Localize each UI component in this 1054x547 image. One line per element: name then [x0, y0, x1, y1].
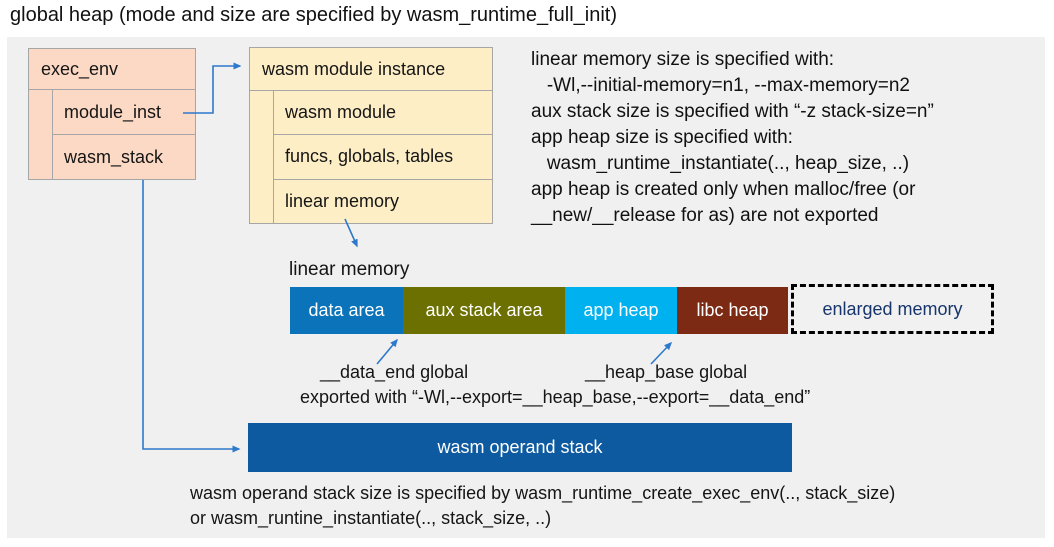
linear-memory-bar: data area aux stack area app heap libc h… — [290, 287, 788, 334]
module-instance-row-funcs-globals-tables: funcs, globals, tables — [274, 134, 492, 178]
note-line: -Wl,--initial-memory=n1, --max-memory=n2 — [531, 75, 910, 96]
linear-memory-label: linear memory — [289, 259, 410, 280]
module-instance-row-wasm-module: wasm module — [285, 102, 397, 123]
segment-app-heap: app heap — [565, 287, 677, 334]
footer-note-line: or wasm_runtine_instantiate(.., stack_si… — [190, 508, 552, 528]
operand-stack-size-note: wasm operand stack size is specified by … — [190, 481, 895, 531]
note-line: __new/__release for as) are not exported — [531, 205, 879, 226]
note-line: app heap size is specified with: — [531, 127, 793, 148]
note-line: linear memory size is specified with: — [531, 49, 835, 70]
note-line: wasm_runtime_instantiate(.., heap_size, … — [531, 153, 910, 174]
footer-note-line: wasm operand stack size is specified by … — [190, 483, 896, 503]
segment-libc-heap: libc heap — [677, 287, 788, 334]
exec-env-header: exec_env — [29, 49, 195, 90]
segment-data-area: data area — [290, 287, 403, 334]
size-notes-block: linear memory size is specified with: -W… — [531, 47, 934, 229]
note-line: app heap is created only when malloc/fre… — [531, 179, 916, 200]
exec-env-row-module-inst: module_inst — [64, 101, 162, 122]
segment-enlarged-memory: enlarged memory — [791, 284, 994, 334]
module-instance-box: wasm module instance wasm module funcs, … — [249, 47, 493, 224]
segment-aux-stack-area: aux stack area — [403, 287, 565, 334]
module-instance-row-linear-memory: linear memory — [274, 178, 492, 223]
wasm-operand-stack-bar: wasm operand stack — [248, 423, 792, 472]
exec-env-box: exec_env module_inst wasm_stack — [28, 48, 196, 180]
diagram-title: global heap (mode and size are specified… — [10, 4, 617, 26]
module-instance-header: wasm module instance — [250, 48, 492, 91]
exec-env-indent-strip — [29, 90, 53, 179]
note-line: aux stack size is specified with “-z sta… — [531, 101, 934, 122]
data-end-global-label: __data_end global — [320, 362, 469, 382]
heap-base-global-label: __heap_base global — [585, 362, 748, 382]
export-flags-label: exported with “-Wl,--export=__heap_base,… — [300, 387, 811, 407]
module-instance-indent-strip — [250, 91, 274, 223]
exec-env-row-wasm-stack: wasm_stack — [53, 134, 195, 179]
